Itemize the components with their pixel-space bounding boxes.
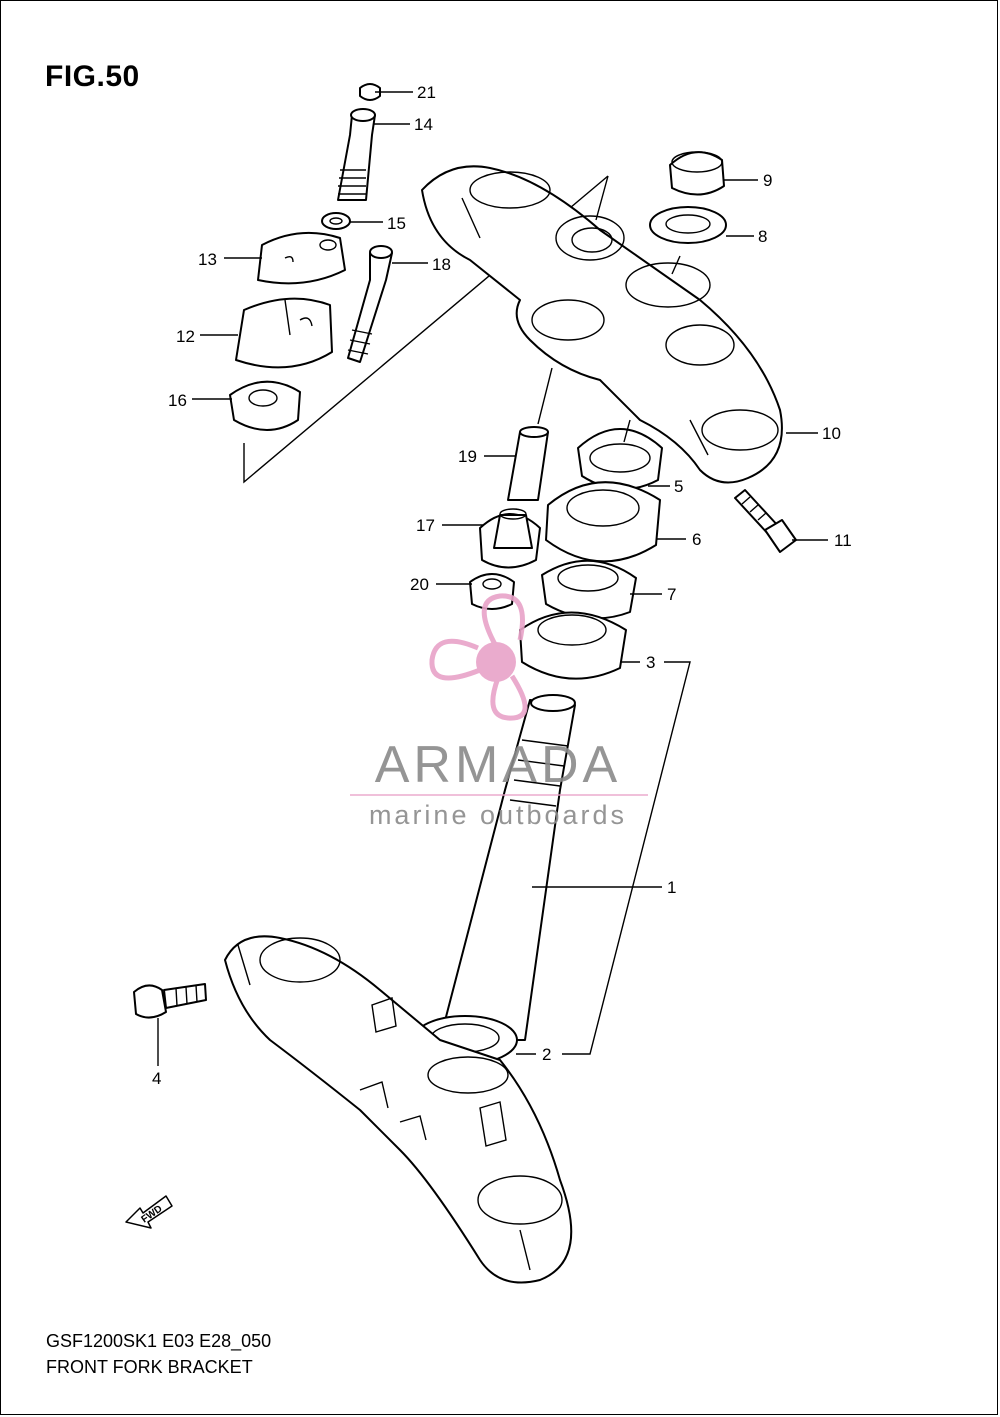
callout-5: 5 <box>674 477 683 496</box>
callout-17: 17 <box>416 516 435 535</box>
callout-19: 19 <box>458 447 477 466</box>
callout-13: 13 <box>198 250 217 269</box>
callout-labels: 21 14 15 13 18 12 16 9 8 10 19 5 17 6 11… <box>152 83 852 1088</box>
figure-title: FIG.50 <box>45 60 140 93</box>
part-17-cushion <box>479 508 541 569</box>
callout-3: 3 <box>646 653 655 672</box>
part-10-upper-bracket <box>421 165 783 484</box>
part-12-clamp <box>235 297 333 369</box>
leader-lines <box>157 91 828 1066</box>
part-6-seal <box>545 481 661 563</box>
callout-10: 10 <box>822 424 841 443</box>
part-18-bolt <box>347 245 393 363</box>
part-5-nut <box>577 428 663 490</box>
subassembly-outline-top <box>595 175 609 221</box>
fwd-arrow: FWD <box>125 1195 173 1229</box>
part-7-bearing <box>541 559 637 620</box>
callout-9: 9 <box>763 171 772 190</box>
callout-12: 12 <box>176 327 195 346</box>
part-19-spacer <box>507 426 549 501</box>
watermark: ARMADA marine outboards <box>350 593 648 830</box>
callout-8: 8 <box>758 227 767 246</box>
lower-bracket <box>224 935 573 1284</box>
part-8-washer <box>649 206 727 244</box>
watermark-brand: ARMADA <box>375 736 621 794</box>
callout-14: 14 <box>414 115 433 134</box>
part-16-rubber <box>229 380 301 431</box>
watermark-tagline: marine outboards <box>369 800 627 830</box>
part-3-bearing <box>519 611 627 680</box>
part-13-clamp <box>257 231 346 285</box>
callout-4: 4 <box>152 1069 161 1088</box>
callout-16: 16 <box>168 391 187 410</box>
watermark-propeller-icon <box>429 593 528 721</box>
callout-15: 15 <box>387 214 406 233</box>
callout-6: 6 <box>692 530 701 549</box>
callout-18: 18 <box>432 255 451 274</box>
part-15-washer <box>321 212 351 230</box>
callout-20: 20 <box>410 575 429 594</box>
callout-7: 7 <box>667 585 676 604</box>
callout-11: 11 <box>834 531 852 550</box>
part-4-bolt <box>133 983 207 1019</box>
part-21-cap <box>359 83 381 101</box>
callout-2: 2 <box>542 1045 551 1064</box>
figure-name: FRONT FORK BRACKET <box>46 1357 253 1377</box>
figure-code: GSF1200SK1 E03 E28_050 <box>46 1331 272 1351</box>
part-11-bolt <box>734 489 797 553</box>
callout-1: 1 <box>667 878 676 897</box>
subassembly-outline-left <box>243 175 609 484</box>
part-14-bolt <box>337 108 376 201</box>
part-9-nut <box>669 151 725 196</box>
part-1-steering-stem <box>439 694 576 1041</box>
part-20-nut <box>469 573 515 610</box>
callout-21: 21 <box>417 83 436 102</box>
